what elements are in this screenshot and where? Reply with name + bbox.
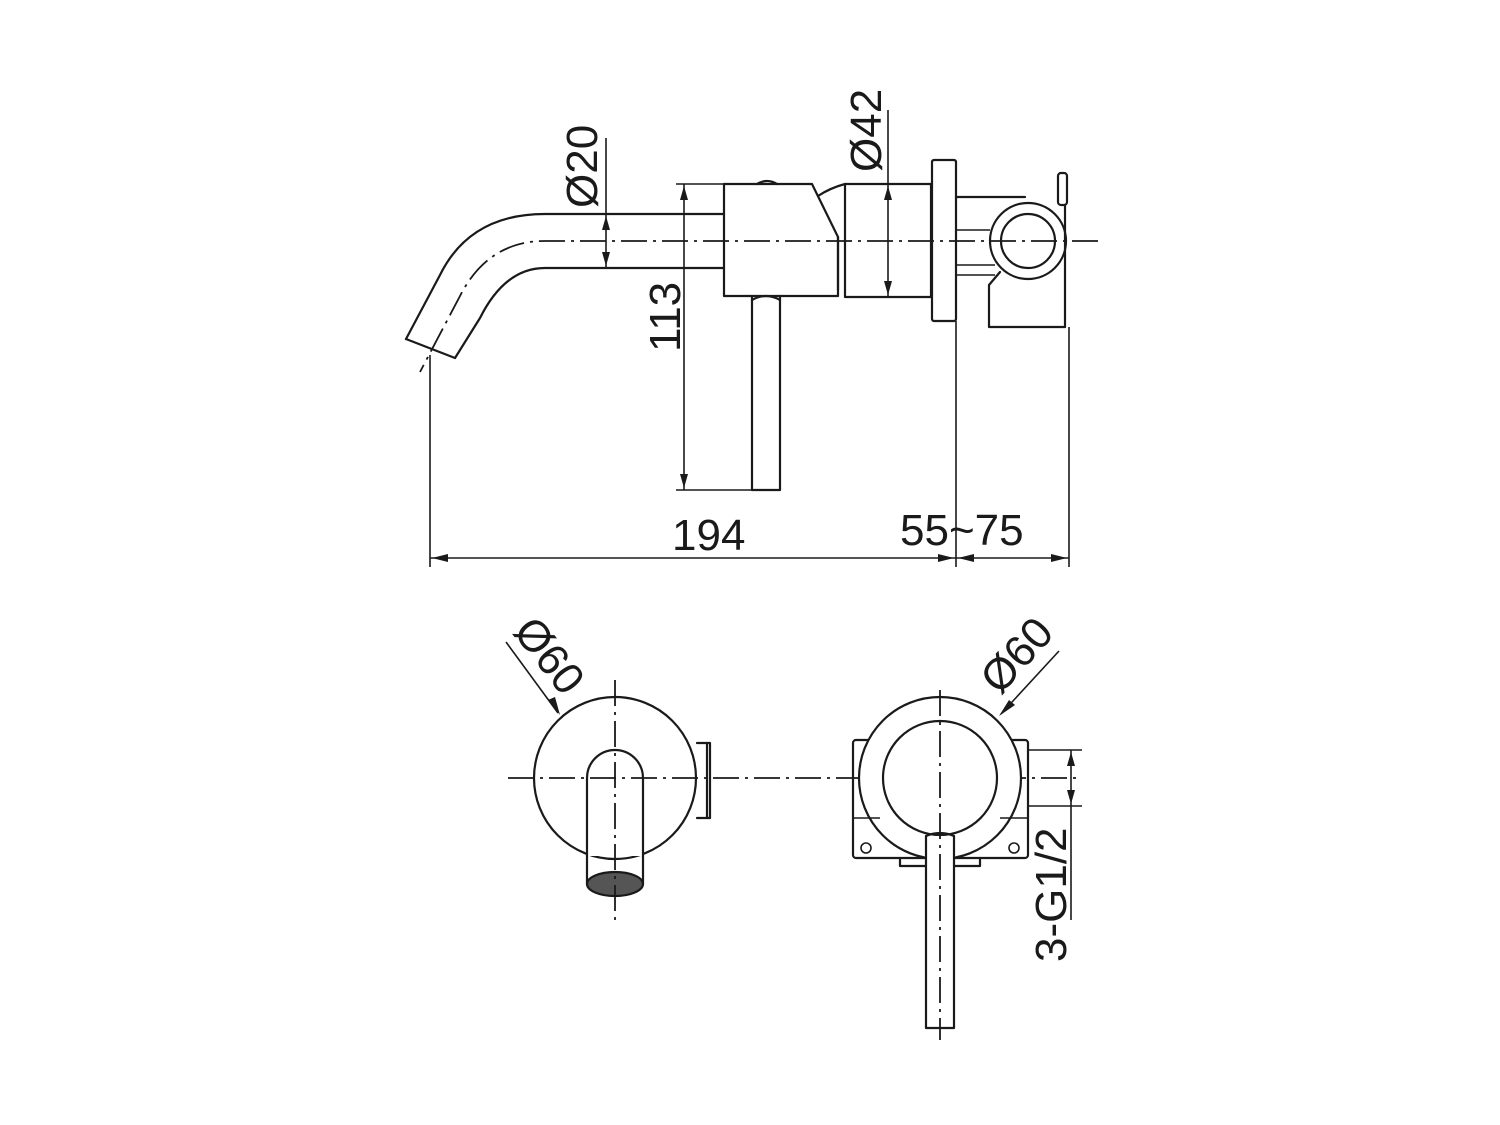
label-mixer-plate-diameter: Ø60 — [971, 608, 1063, 703]
label-thread: 3-G1/2 — [1027, 827, 1076, 962]
handle-lever — [750, 294, 782, 492]
dim-height: 113 — [641, 183, 752, 491]
label-height: 113 — [641, 282, 690, 352]
label-wall-depth: 55~75 — [900, 506, 1024, 555]
side-view: Ø20 Ø42 113 194 — [404, 89, 1098, 567]
front-view-mixer: Ø60 3-G1/2 — [851, 608, 1082, 1040]
label-spout-plate-diameter: Ø60 — [504, 608, 594, 704]
dim-body-diameter: Ø42 — [842, 89, 892, 297]
dim-lengths: 194 55~75 — [429, 321, 1070, 567]
mixer-body — [722, 158, 1069, 329]
dim-spout-diameter: Ø20 — [558, 125, 610, 268]
spout — [404, 212, 1098, 373]
label-spout-diameter: Ø20 — [558, 125, 607, 208]
label-spout-length: 194 — [672, 511, 745, 560]
label-body-diameter: Ø42 — [842, 89, 891, 172]
